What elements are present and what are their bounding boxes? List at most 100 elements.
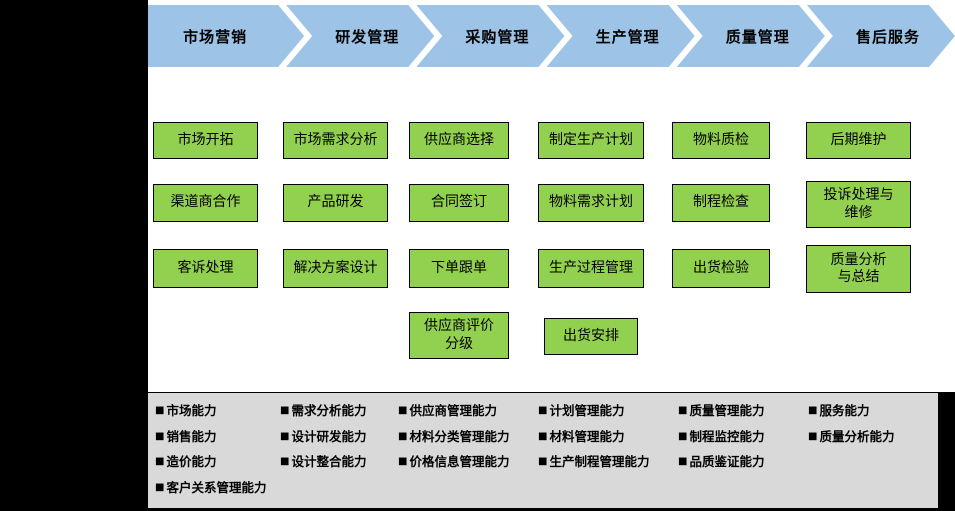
capability-label: 服务能力 — [819, 403, 870, 418]
process-box-label: 投诉处理与 维修 — [823, 187, 894, 221]
capability-item: ■供应商管理能力 — [398, 401, 509, 420]
bullet-icon: ■ — [538, 430, 548, 442]
capabilities-col-procurement: ■供应商管理能力 ■材料分类管理能力 ■价格信息管理能力 — [398, 401, 509, 471]
phase-arrow-production: 生产管理 — [547, 5, 695, 67]
process-box-label: 生产过程管理 — [549, 259, 633, 276]
process-box-label: 制程检查 — [693, 194, 749, 211]
phase-label: 市场营销 — [183, 27, 248, 46]
bullet-icon: ■ — [808, 430, 818, 442]
process-box-label: 市场需求分析 — [293, 131, 378, 148]
bullet-icon: ■ — [678, 456, 688, 467]
process-box-product-rnd: 产品研发 — [283, 184, 388, 222]
phase-arrow-rnd: 研发管理 — [286, 5, 434, 67]
bullet-icon: ■ — [398, 456, 408, 467]
capability-item: ■服务能力 — [808, 401, 894, 420]
capability-item: ■质量分析能力 — [808, 427, 894, 446]
capability-item: ■制程监控能力 — [678, 427, 764, 446]
capability-label: 质量分析能力 — [819, 428, 895, 444]
capability-item: ■品质鉴证能力 — [678, 452, 764, 471]
process-box-label: 下单跟单 — [431, 259, 487, 276]
capability-label: 材料管理能力 — [549, 428, 625, 444]
capability-item: ■销售能力 — [155, 427, 266, 446]
capability-label: 品质鉴证能力 — [689, 454, 765, 469]
capabilities-col-marketing: ■市场能力 ■销售能力 ■造价能力 ■客户关系管理能力 — [155, 401, 266, 497]
process-box-material-plan: 物料需求计划 — [538, 184, 644, 222]
process-box-label: 客诉处理 — [177, 259, 234, 276]
process-box-material-qc: 物料质检 — [672, 122, 770, 159]
bullet-icon: ■ — [538, 405, 548, 416]
phase-label: 质量管理 — [725, 27, 790, 46]
process-box-label: 渠道商合作 — [170, 194, 241, 211]
capability-label: 客户关系管理能力 — [166, 479, 267, 495]
process-box-quality-summary: 质量分析 与总结 — [806, 245, 911, 293]
capability-label: 材料分类管理能力 — [409, 428, 510, 444]
bullet-icon: ■ — [808, 405, 818, 416]
capabilities-panel: ■市场能力 ■销售能力 ■造价能力 ■客户关系管理能力 ■需求分析能力 ■设计研… — [148, 392, 938, 508]
phase-label: 售后服务 — [855, 27, 920, 46]
phase-arrow-band: 市场营销 研发管理 采购管理 生产管理 质量管理 售后服务 — [148, 5, 955, 67]
capability-item: ■材料管理能力 — [538, 427, 649, 446]
phase-arrow-marketing: 市场营销 — [148, 5, 304, 67]
capability-label: 造价能力 — [166, 454, 217, 469]
capability-label: 价格信息管理能力 — [409, 454, 510, 469]
bullet-icon: ■ — [678, 430, 688, 442]
process-box-label: 出货安排 — [563, 327, 619, 344]
capability-label: 供应商管理能力 — [409, 403, 497, 418]
capabilities-col-production: ■计划管理能力 ■材料管理能力 ■生产制程管理能力 — [538, 401, 649, 471]
process-box-shipment-inspection: 出货检验 — [672, 249, 770, 288]
process-box-demand-analysis: 市场需求分析 — [283, 122, 388, 159]
process-box-label: 合同签订 — [431, 194, 487, 211]
capabilities-col-rnd: ■需求分析能力 ■设计研发能力 ■设计整合能力 — [280, 401, 366, 471]
process-box-supplier-selection: 供应商选择 — [409, 122, 509, 159]
process-box-solution-design: 解决方案设计 — [283, 249, 388, 288]
bullet-icon: ■ — [398, 430, 408, 442]
process-box-label: 出货检验 — [693, 259, 749, 276]
process-box-label: 物料需求计划 — [549, 194, 633, 211]
capability-label: 销售能力 — [166, 428, 217, 444]
process-box-maintenance: 后期维护 — [806, 122, 911, 159]
capability-item: ■设计研发能力 — [280, 427, 366, 446]
phase-label: 生产管理 — [595, 27, 660, 46]
phase-arrow-aftersales: 售后服务 — [807, 5, 955, 67]
capability-item: ■生产制程管理能力 — [538, 452, 649, 471]
process-box-label: 制定生产计划 — [549, 131, 633, 148]
bullet-icon: ■ — [155, 430, 165, 442]
process-box-label: 市场开拓 — [177, 131, 234, 148]
bullet-icon: ■ — [155, 405, 165, 416]
capability-item: ■计划管理能力 — [538, 401, 649, 420]
bullet-icon: ■ — [538, 456, 548, 467]
process-box-complaint-repair: 投诉处理与 维修 — [806, 181, 911, 228]
capability-item: ■市场能力 — [155, 401, 266, 420]
process-box-label: 供应商选择 — [424, 131, 494, 148]
process-box-complaint-handling: 客诉处理 — [153, 249, 258, 288]
capability-label: 市场能力 — [166, 403, 217, 418]
capability-item: ■造价能力 — [155, 452, 266, 471]
phase-label: 采购管理 — [465, 27, 530, 46]
process-box-process-inspection: 制程检查 — [672, 184, 770, 222]
capabilities-col-quality: ■质量管理能力 ■制程监控能力 ■品质鉴证能力 — [678, 401, 764, 471]
capability-item: ■价格信息管理能力 — [398, 452, 509, 471]
bullet-icon: ■ — [280, 405, 290, 416]
process-box-production-plan: 制定生产计划 — [538, 122, 644, 159]
process-box-channel-partner: 渠道商合作 — [153, 184, 258, 222]
process-box-label: 质量分析 与总结 — [830, 251, 887, 286]
capability-item: ■质量管理能力 — [678, 401, 764, 420]
capability-label: 生产制程管理能力 — [549, 454, 650, 469]
process-box-label: 物料质检 — [693, 131, 749, 148]
capability-item: ■设计整合能力 — [280, 452, 366, 471]
capability-label: 设计整合能力 — [291, 454, 367, 469]
capability-item: ■需求分析能力 — [280, 401, 366, 420]
capability-label: 需求分析能力 — [291, 403, 367, 418]
phase-arrow-quality: 质量管理 — [677, 5, 825, 67]
process-box-production-process: 生产过程管理 — [538, 249, 644, 288]
phase-label: 研发管理 — [335, 27, 400, 46]
capability-label: 质量管理能力 — [689, 403, 765, 418]
bullet-icon: ■ — [280, 456, 290, 467]
process-box-contract-signing: 合同签订 — [409, 184, 509, 222]
capability-label: 计划管理能力 — [549, 403, 625, 418]
capability-label: 制程监控能力 — [689, 428, 765, 444]
bullet-icon: ■ — [280, 430, 290, 442]
process-box-shipping-schedule: 出货安排 — [544, 318, 638, 355]
process-box-supplier-rating: 供应商评价 分级 — [409, 312, 509, 359]
